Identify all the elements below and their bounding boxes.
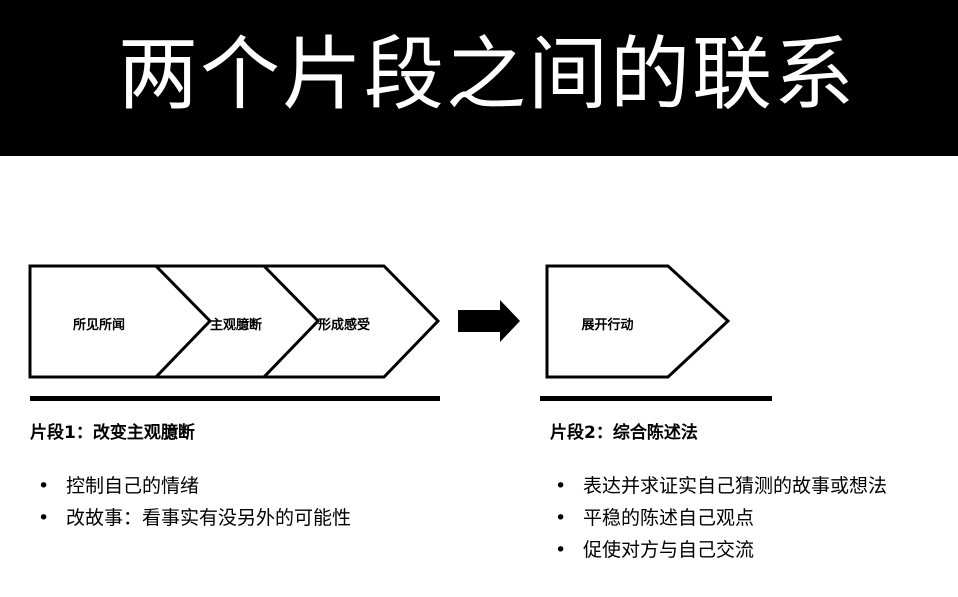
bullet-marker: • xyxy=(38,507,50,529)
right-arrow-icon xyxy=(458,300,520,342)
bullet-marker: • xyxy=(38,475,50,497)
chevron-label-stage-3: 形成感受 xyxy=(317,318,370,333)
section-rule-left xyxy=(30,396,440,401)
chevron-label-stage-1: 所见所闻 xyxy=(72,318,125,333)
list-item-label: 平稳的陈述自己观点 xyxy=(583,507,755,529)
list-item: • 改故事：看事实有没另外的可能性 xyxy=(36,502,351,534)
list-item-label: 表达并求证实自己猜测的故事或想法 xyxy=(583,475,888,497)
section-heading-left: 片段1：改变主观臆断 xyxy=(30,423,195,443)
title-bar: 两个片段之间的联系 xyxy=(0,0,958,156)
bullet-marker: • xyxy=(555,507,567,529)
section-rule-right xyxy=(540,396,772,401)
section-heading-right: 片段2：综合陈述法 xyxy=(550,423,698,443)
chevron-label-outcome: 展开行动 xyxy=(581,318,634,333)
list-item: • 促使对方与自己交流 xyxy=(553,534,887,566)
process-flow-diagram: 所见所闻 主观臆断 形成感受 展开行动 xyxy=(0,0,958,379)
page-title: 两个片段之间的联系 xyxy=(118,28,856,121)
bullet-marker: • xyxy=(555,539,567,561)
chevron-shape-stage-3[interactable] xyxy=(260,264,441,379)
bullet-list-right: • 表达并求证实自己猜测的故事或想法 • 平稳的陈述自己观点 • 促使对方与自己… xyxy=(553,470,887,566)
bullet-marker: • xyxy=(555,475,567,497)
list-item: • 平稳的陈述自己观点 xyxy=(553,502,887,534)
list-item-label: 控制自己的情绪 xyxy=(66,475,200,497)
list-item: • 控制自己的情绪 xyxy=(36,470,351,502)
chevron-shape-outcome[interactable] xyxy=(545,264,731,379)
list-item: • 表达并求证实自己猜测的故事或想法 xyxy=(553,470,887,502)
list-item-label: 促使对方与自己交流 xyxy=(583,539,755,561)
list-item-label: 改故事：看事实有没另外的可能性 xyxy=(66,507,352,529)
bullet-list-left: • 控制自己的情绪 • 改故事：看事实有没另外的可能性 xyxy=(36,470,351,534)
chevron-label-stage-2: 主观臆断 xyxy=(209,318,262,333)
